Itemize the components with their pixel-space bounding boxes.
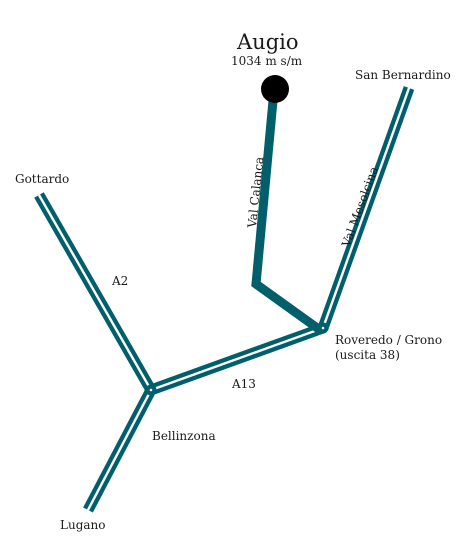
destination-marker [261,75,289,103]
roveredo-grono-label: Roveredo / Grono [335,333,443,347]
destination-altitude: 1034 m s/m [231,54,303,68]
gottardo-label: Gottardo [15,172,70,186]
motorway-a2-road [34,192,156,393]
val-calanca-road [251,89,323,334]
motorway-bellinzona-lugano-road [83,387,156,513]
lugano-label: Lugano [60,518,106,532]
motorway-mesolcina-road [317,86,415,330]
exit-number-label: (uscita 38) [335,348,400,362]
san-bernardino-label: San Bernardino [355,68,451,82]
motorway-a13-road [149,322,325,396]
destination-name: Augio [237,30,299,54]
a2-road-label: A2 [112,274,129,288]
bellinzona-label: Bellinzona [152,429,216,443]
a13-road-label: A13 [232,377,256,391]
